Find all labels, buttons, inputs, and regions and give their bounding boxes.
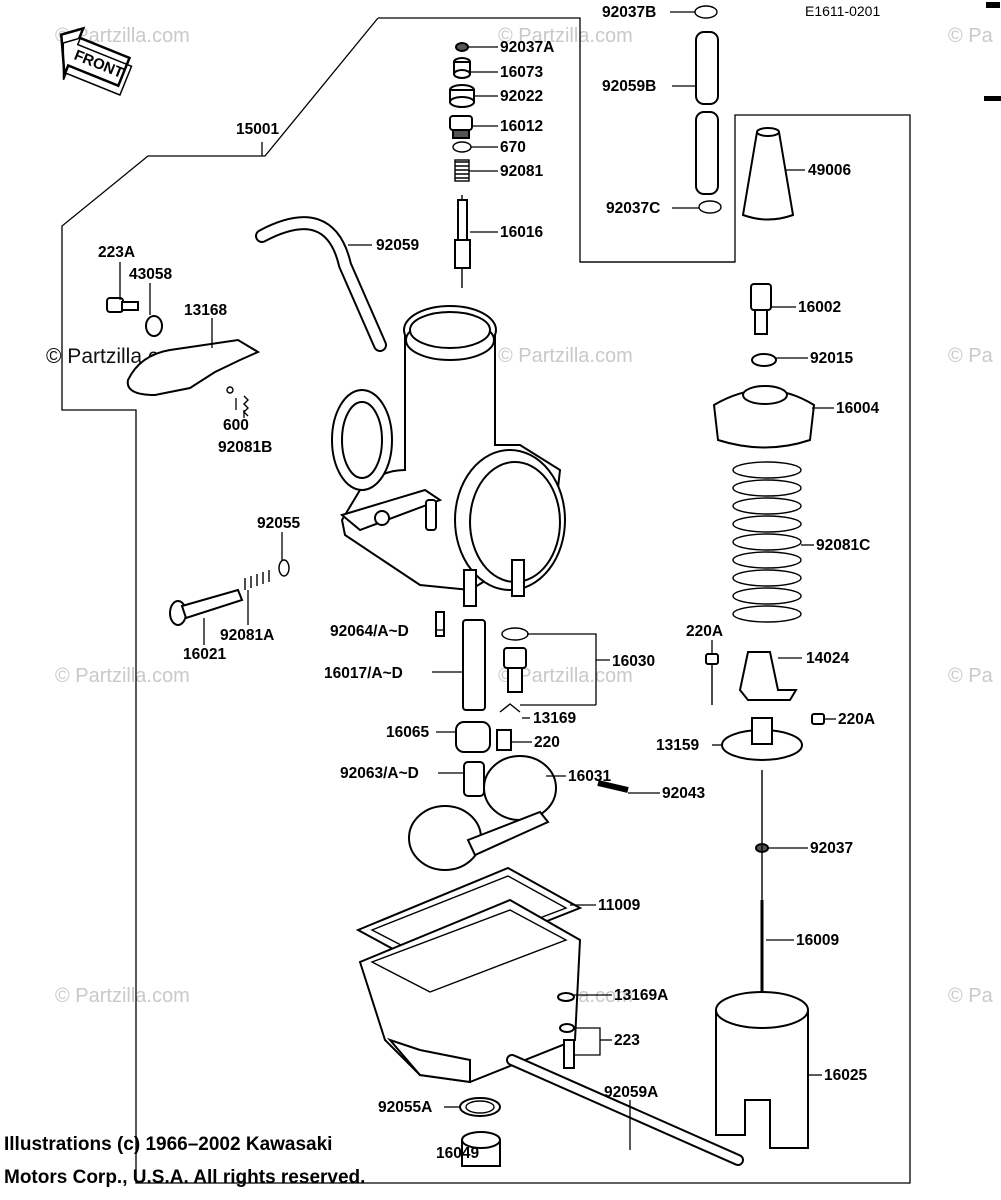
label-92059: 92059 xyxy=(376,237,419,254)
edge-mark xyxy=(986,2,1000,8)
top-stack-parts xyxy=(449,42,475,288)
float-assembly xyxy=(408,755,629,871)
hose-92059 xyxy=(255,216,387,352)
label-220: 220 xyxy=(534,734,560,751)
label-223A: 223A xyxy=(98,244,135,261)
watermarks: © Partzilla.com © Partzilla.com © Pa © P… xyxy=(46,25,994,1007)
label-220A: 220A xyxy=(686,623,723,640)
label-92081: 92081 xyxy=(500,163,543,180)
label-92059A: 92059A xyxy=(604,1084,658,1101)
label-16049: 16049 xyxy=(436,1145,479,1162)
label-92063: 92063/A~D xyxy=(340,765,419,782)
label-600: 600 xyxy=(223,417,249,434)
jet-cluster xyxy=(435,611,529,797)
pilot-screw-parts xyxy=(169,559,290,626)
watermark-text: © Partzilla.com xyxy=(498,665,633,687)
diagram-reference-code: E1611-0201 xyxy=(805,3,880,19)
label-92081C: 92081C xyxy=(816,537,870,554)
part-labels: 92037A 16073 92022 16012 670 92081 16016… xyxy=(98,4,879,1162)
label-16073: 16073 xyxy=(500,64,543,81)
label-13169A: 13169A xyxy=(614,987,668,1004)
throttle-slide-assembly xyxy=(705,283,825,1149)
label-16012: 16012 xyxy=(500,118,543,135)
label-15001: 15001 xyxy=(236,121,279,138)
label-16025: 16025 xyxy=(824,1067,867,1084)
watermark-text: © Partzilla.com xyxy=(55,665,190,687)
label-92037C: 92037C xyxy=(606,200,660,217)
watermark-text: © Pa xyxy=(948,345,994,367)
drain-plug-parts xyxy=(459,1097,501,1167)
label-92055: 92055 xyxy=(257,515,300,532)
label-220A: 220A xyxy=(838,711,875,728)
label-16065: 16065 xyxy=(386,724,429,741)
label-92064: 92064/A~D xyxy=(330,623,409,640)
copyright-line-2: Motors Corp., U.S.A. All rights reserved… xyxy=(4,1167,365,1188)
label-92055A: 92055A xyxy=(378,1099,432,1116)
label-92037B: 92037B xyxy=(602,4,656,21)
label-16030: 16030 xyxy=(612,653,655,670)
watermark-text: © Partzilla.com xyxy=(498,345,633,367)
vent-hose-kit xyxy=(694,5,795,221)
copyright-line-1: Illustrations (c) 1966–2002 Kawasaki xyxy=(4,1134,332,1155)
copyright-notice: Illustrations (c) 1966–2002 Kawasaki Mot… xyxy=(4,1134,365,1188)
watermark-text: © Partzilla.com xyxy=(55,985,190,1007)
label-92022: 92022 xyxy=(500,88,543,105)
label-92043: 92043 xyxy=(662,785,705,802)
front-arrow-icon: FRONT xyxy=(59,26,133,96)
label-92059B: 92059B xyxy=(602,78,656,95)
label-16016: 16016 xyxy=(500,224,543,241)
label-13169: 13169 xyxy=(533,710,576,727)
label-92037: 92037 xyxy=(810,840,853,857)
label-92015: 92015 xyxy=(810,350,853,367)
float-bowl-assembly xyxy=(355,866,583,1084)
label-13159: 13159 xyxy=(656,737,699,754)
edge-mark xyxy=(984,96,1001,101)
watermark-text: © Pa xyxy=(948,25,994,47)
watermark-text: © Partzilla.com xyxy=(498,25,633,47)
watermark-text: © Pa xyxy=(948,665,994,687)
label-43058: 43058 xyxy=(129,266,172,283)
label-11009: 11009 xyxy=(598,897,641,914)
label-16017: 16017/A~D xyxy=(324,665,403,682)
watermark-text: © Pa xyxy=(948,985,994,1007)
leader-lines xyxy=(119,11,836,1150)
label-16002: 16002 xyxy=(798,299,841,316)
label-223: 223 xyxy=(614,1032,640,1049)
label-92081A: 92081A xyxy=(220,627,274,644)
label-92081B: 92081B xyxy=(218,439,272,456)
label-16009: 16009 xyxy=(796,932,839,949)
label-14024: 14024 xyxy=(806,650,849,667)
carburetor-body xyxy=(331,305,566,607)
label-16021: 16021 xyxy=(183,646,226,663)
label-49006: 49006 xyxy=(808,162,851,179)
label-92037A: 92037A xyxy=(500,39,554,56)
label-16031: 16031 xyxy=(568,768,611,785)
label-16004: 16004 xyxy=(836,400,879,417)
label-13168: 13168 xyxy=(184,302,227,319)
label-670: 670 xyxy=(500,139,526,156)
choke-lever-assembly xyxy=(106,297,261,417)
